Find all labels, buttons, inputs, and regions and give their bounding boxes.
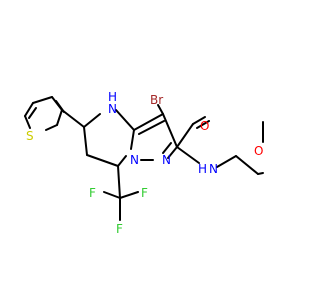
bond [162, 142, 172, 154]
bond [176, 123, 194, 148]
bond [157, 104, 164, 115]
bond [119, 191, 139, 199]
bond [61, 109, 85, 128]
bond [133, 113, 164, 131]
br-label: Br [150, 93, 163, 107]
nh-ring-label: H [108, 90, 117, 104]
f3-label: F [141, 186, 148, 200]
bond [216, 155, 237, 168]
bond [235, 155, 259, 175]
f1-label: F [89, 186, 96, 200]
o-methoxy-label: O [254, 144, 263, 158]
bond [257, 172, 264, 175]
bond [32, 96, 53, 104]
bond [167, 146, 178, 159]
bond [162, 113, 178, 148]
molecule-structure: Br O H N N N H N O S F F F [24, 90, 264, 236]
bond [138, 120, 165, 135]
bond [192, 116, 206, 125]
n-pyrazole2-label: N [162, 153, 171, 167]
bond [28, 107, 37, 119]
bond [24, 102, 34, 117]
n-ring-label: N [108, 102, 117, 116]
bond [83, 113, 101, 128]
bond [103, 191, 121, 199]
bond [24, 115, 31, 129]
bond [83, 126, 88, 156]
bond [117, 165, 121, 199]
bond [45, 124, 58, 131]
bond [117, 155, 127, 167]
s-thiophene-label: S [26, 129, 34, 143]
f2-label: F [116, 222, 123, 236]
bond [115, 109, 135, 131]
bond [176, 146, 200, 164]
bond-lines [24, 96, 264, 221]
bond [196, 120, 210, 129]
bond [130, 129, 135, 150]
nh-amide-label: H [198, 162, 207, 176]
n-amide-label: N [209, 162, 218, 176]
bond [86, 154, 119, 167]
n-pyrazole1-label: N [130, 153, 139, 167]
atom-labels: Br O H N N N H N O S F F F [26, 90, 263, 236]
bond [56, 109, 63, 126]
o-carbonyl-label: O [200, 119, 209, 133]
